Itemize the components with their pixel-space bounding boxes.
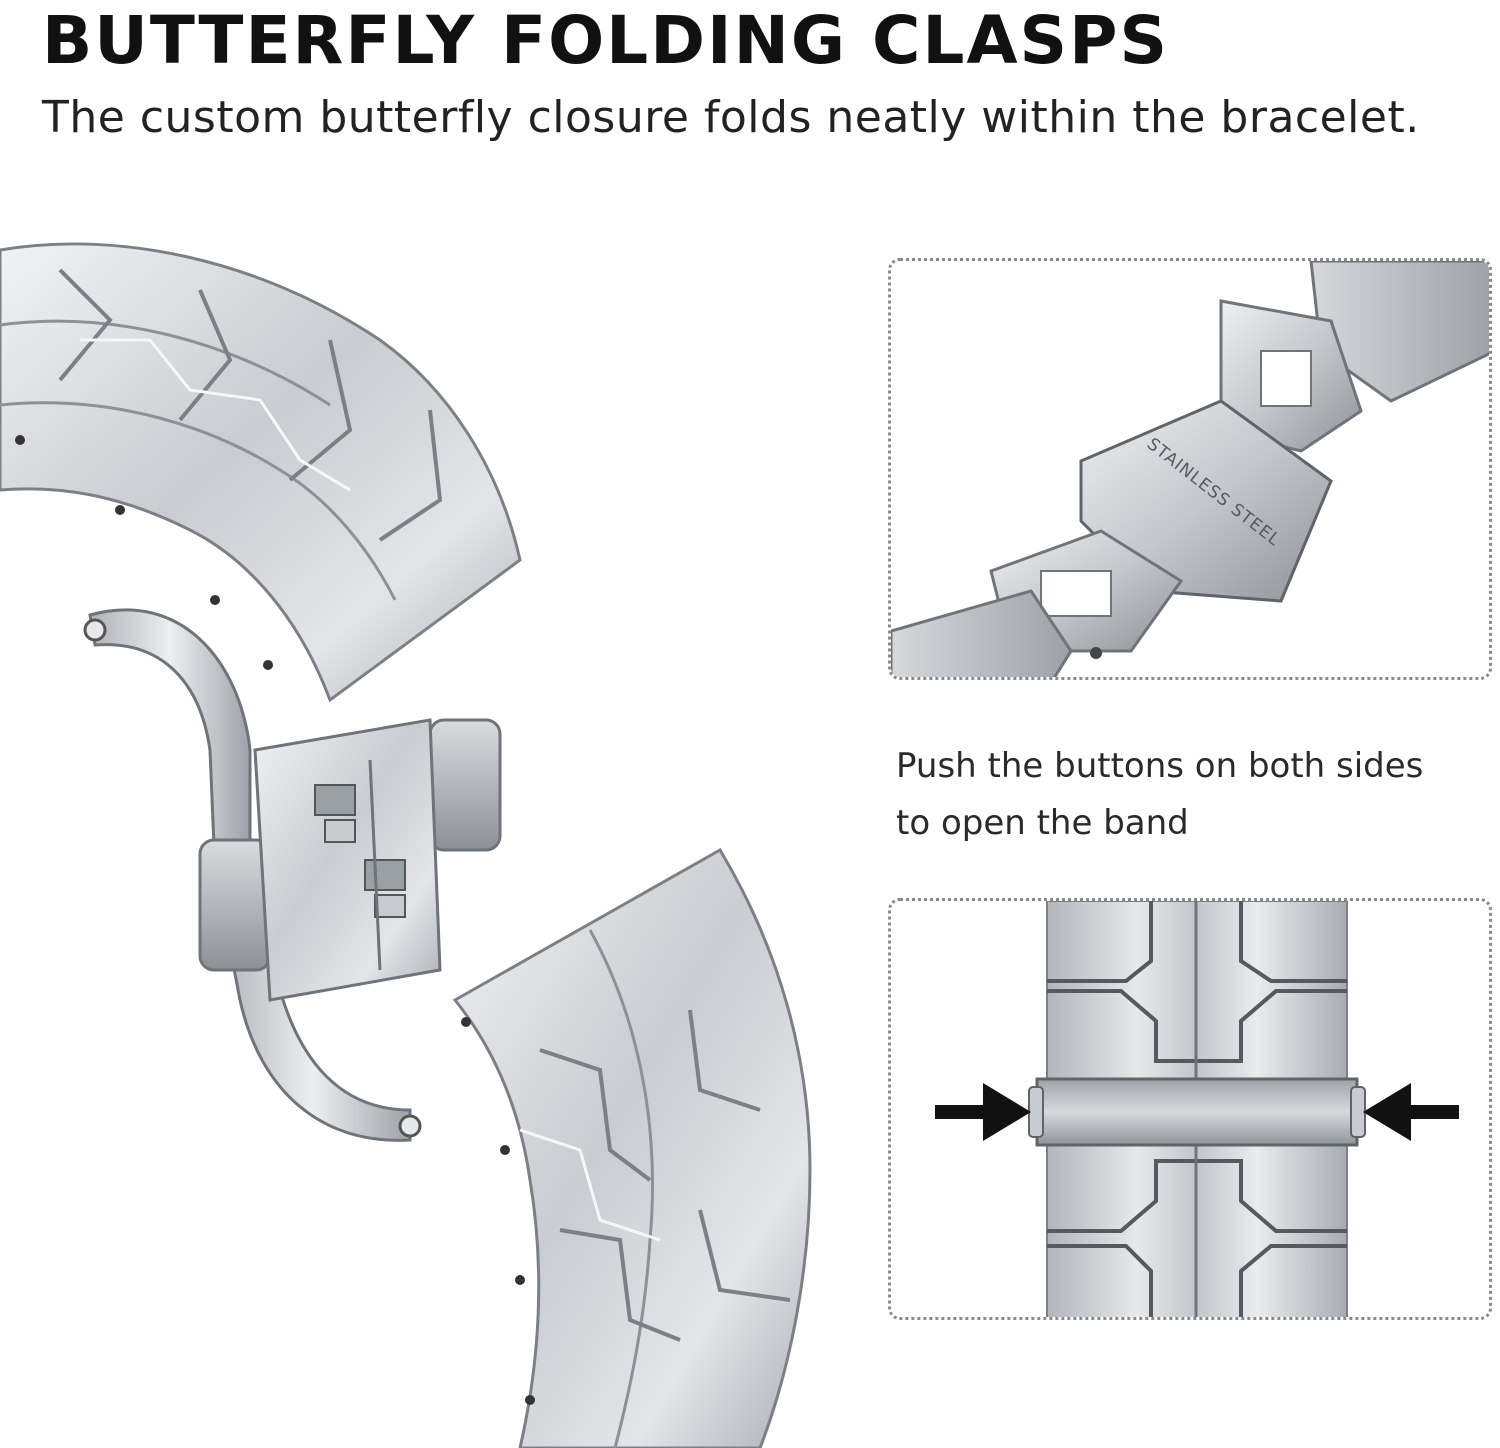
open-band-instructions: Push the buttons on both sides to open t… <box>896 738 1496 852</box>
press-arrow-left-icon <box>935 1083 1031 1141</box>
press-buttons-panel <box>888 898 1492 1320</box>
instructions-line-2: to open the band <box>896 803 1189 843</box>
press-arrow-right-icon <box>1363 1083 1459 1141</box>
lower-bracelet-section <box>452 847 812 1448</box>
closed-clasp-panel: STAINLESS STEEL <box>888 258 1492 680</box>
clasp-body <box>198 718 502 1002</box>
page-title: BUTTERFLY FOLDING CLASPS <box>42 2 1169 79</box>
closed-clasp-illustration: STAINLESS STEEL <box>891 261 1489 677</box>
upper-bracelet-section <box>0 242 522 703</box>
instructions-line-1: Push the buttons on both sides <box>896 746 1424 786</box>
page-subtitle: The custom butterfly closure folds neatl… <box>42 92 1420 143</box>
opened-clasp-illustration <box>0 242 812 1448</box>
press-buttons-illustration <box>935 901 1459 1317</box>
